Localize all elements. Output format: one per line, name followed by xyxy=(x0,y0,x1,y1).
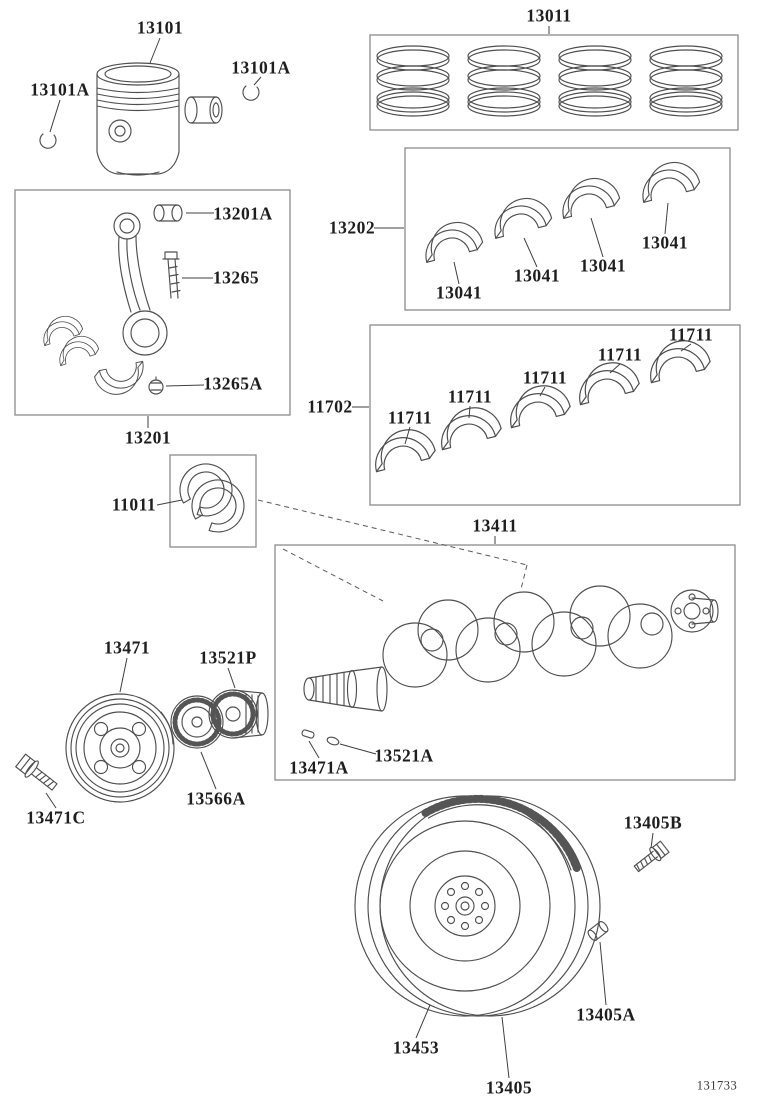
crankshaft-drawing xyxy=(301,585,719,746)
part-label-11711-c: 11711 xyxy=(522,367,568,388)
part-label-13566A: 13566A xyxy=(186,788,246,809)
piston-drawing xyxy=(96,62,180,176)
thrust-washer-drawing xyxy=(179,463,245,533)
main-bearings-box xyxy=(369,324,741,506)
rod-bearings-box xyxy=(404,147,731,311)
part-label-13101A-b: 13101A xyxy=(30,79,90,100)
snap-ring-right xyxy=(242,85,260,101)
flywheel-drawing xyxy=(354,794,601,1017)
thrust-washer-box xyxy=(169,454,257,548)
section-boxes xyxy=(14,34,741,781)
part-label-13453: 13453 xyxy=(392,1037,440,1058)
part-label-13521A: 13521A xyxy=(374,745,434,766)
part-label-13405A: 13405A xyxy=(576,1004,636,1025)
part-label-13011: 13011 xyxy=(526,5,572,26)
connecting-rod-drawing xyxy=(37,204,183,399)
part-label-13521P: 13521P xyxy=(199,647,257,668)
flywheel-bolt-drawing xyxy=(633,840,670,873)
part-label-13101A-a: 13101A xyxy=(231,57,291,78)
snap-ring-left xyxy=(39,133,57,149)
piston-pin-drawing xyxy=(184,96,223,124)
part-label-13041-d: 13041 xyxy=(435,282,483,303)
rod-bolt-drawing xyxy=(162,251,181,299)
part-label-11711-e: 11711 xyxy=(387,407,433,428)
part-label-13265: 13265 xyxy=(212,267,260,288)
part-label-11711-d: 11711 xyxy=(447,386,493,407)
part-label-13471C: 13471C xyxy=(26,807,86,828)
part-label-11711-a: 11711 xyxy=(668,324,714,345)
part-label-13202: 13202 xyxy=(328,217,376,238)
dowel-pin-drawing xyxy=(587,921,609,941)
main-bearing-shells xyxy=(367,334,713,473)
part-label-13471: 13471 xyxy=(103,637,151,658)
crankshaft-key-drawing xyxy=(301,729,340,746)
part-label-13041-a: 13041 xyxy=(641,232,689,253)
leader-lines xyxy=(45,26,692,1079)
pulley-bolt-drawing xyxy=(15,753,58,791)
part-label-13405B: 13405B xyxy=(623,812,683,833)
crankshaft-sprocket-drawing xyxy=(208,689,269,739)
rod-nut-drawing xyxy=(148,376,164,395)
part-label-11702: 11702 xyxy=(307,396,353,417)
crankshaft-pulley-drawing xyxy=(65,693,175,803)
part-label-13471A: 13471A xyxy=(289,757,349,778)
part-label-11711-b: 11711 xyxy=(597,344,643,365)
part-label-13041-b: 13041 xyxy=(579,255,627,276)
part-label-13041-c: 13041 xyxy=(513,265,561,286)
connecting-rod-box xyxy=(14,189,291,416)
figure-code: 131733 xyxy=(696,1078,738,1093)
part-label-13101: 13101 xyxy=(136,17,184,38)
part-label-13405: 13405 xyxy=(485,1077,533,1098)
part-label-13201A: 13201A xyxy=(213,203,273,224)
part-label-13265A: 13265A xyxy=(203,373,263,394)
part-label-11011: 11011 xyxy=(111,494,157,515)
piston-ring-sets xyxy=(376,45,723,117)
part-label-13411: 13411 xyxy=(472,515,518,536)
dashed-guide-lines xyxy=(257,499,528,602)
crankshaft-box xyxy=(274,544,736,781)
piston-rings-box xyxy=(369,34,739,131)
part-label-13201: 13201 xyxy=(124,427,172,448)
